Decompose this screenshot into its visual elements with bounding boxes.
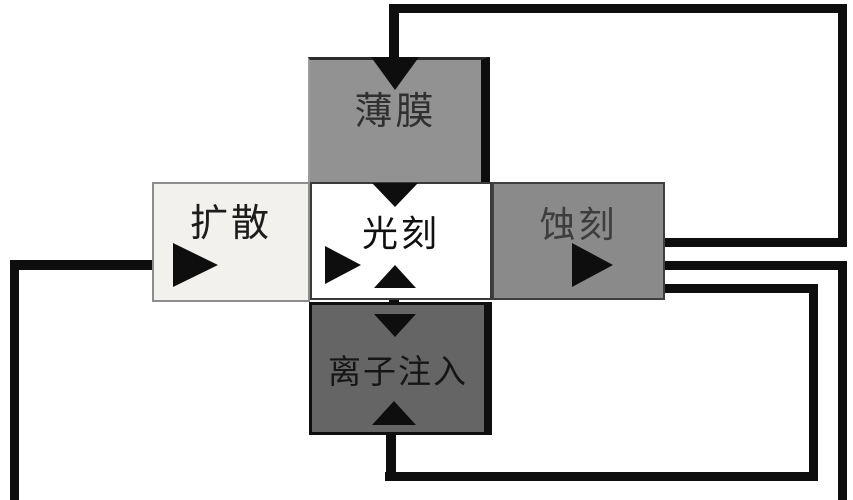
arrowhead-into-diffusion-icon <box>173 243 218 287</box>
etch-output-middle-line <box>663 261 847 270</box>
thin-film-label: 薄膜 <box>354 91 437 133</box>
left-edge-down-line <box>10 260 19 500</box>
diffusion-label: 扩散 <box>189 202 272 245</box>
ion-implantation-label: 离子注入 <box>328 354 468 391</box>
photolithography-label: 光刻 <box>361 214 440 254</box>
arrowhead-litho-to-etch-icon <box>572 243 613 287</box>
etch-output-bottom-line <box>663 284 818 293</box>
node-thin-film: 薄膜 <box>308 57 490 183</box>
inner-loop-vertical-line <box>809 284 818 481</box>
right-edge-down-line <box>838 261 847 500</box>
arrow-shaft-loop-into-ion <box>386 423 396 475</box>
etch-output-top-line <box>663 238 847 247</box>
arrowhead-thin-film-to-litho-icon <box>372 183 418 207</box>
left-input-arrow-shaft <box>10 260 173 270</box>
arrow-shaft-litho-ion-double <box>389 286 399 317</box>
feedback-top-right-vertical-line <box>838 4 847 247</box>
feedback-top-horizontal-line <box>389 4 847 13</box>
arrowhead-into-ion-icon <box>372 401 416 425</box>
arrowhead-into-thin-film-icon <box>371 57 419 90</box>
feedback-bottom-horizontal-line <box>385 472 818 481</box>
arrowhead-double-up-icon <box>374 265 416 288</box>
arrow-shaft-into-thin-film <box>389 4 399 59</box>
arrowhead-diffusion-to-litho-icon <box>325 246 361 284</box>
etching-label: 蚀刻 <box>539 205 618 245</box>
node-diffusion: 扩散 <box>152 182 310 302</box>
arrowhead-double-down-icon <box>374 314 416 337</box>
